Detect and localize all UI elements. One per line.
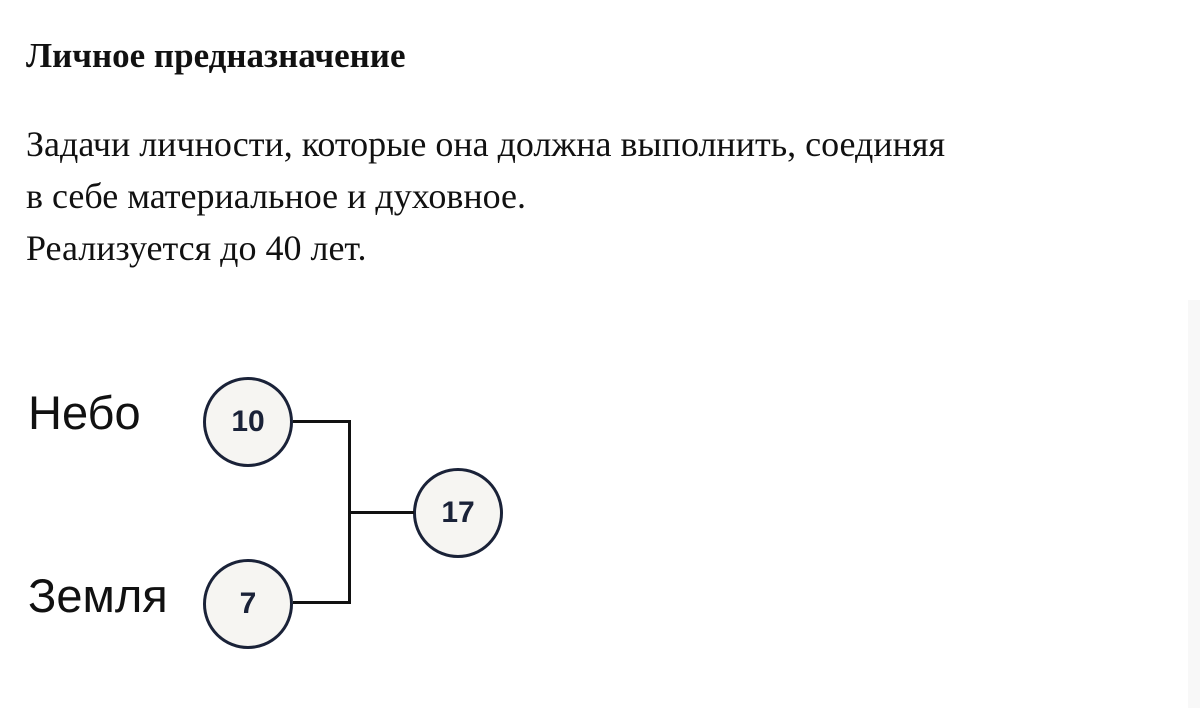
page-title: Личное предназначение: [26, 36, 406, 75]
earth-connector: [293, 601, 350, 604]
sky-value-node: 10: [203, 377, 293, 467]
earth-value-node: 7: [203, 559, 293, 649]
description: Задачи личности, которые она должна выпо…: [26, 118, 1196, 274]
description-line: Реализуется до 40 лет.: [26, 228, 367, 268]
sum-connector: [348, 511, 414, 514]
sum-value-node: 17: [413, 468, 503, 558]
description-line: Задачи личности, которые она должна выпо…: [26, 124, 946, 164]
sky-connector: [293, 420, 350, 423]
sky-label: Небо: [28, 386, 141, 439]
earth-label: Земля: [28, 569, 168, 622]
page-edge-shadow: [1188, 300, 1200, 708]
description-line: в себе материальное и духовное.: [26, 176, 527, 216]
